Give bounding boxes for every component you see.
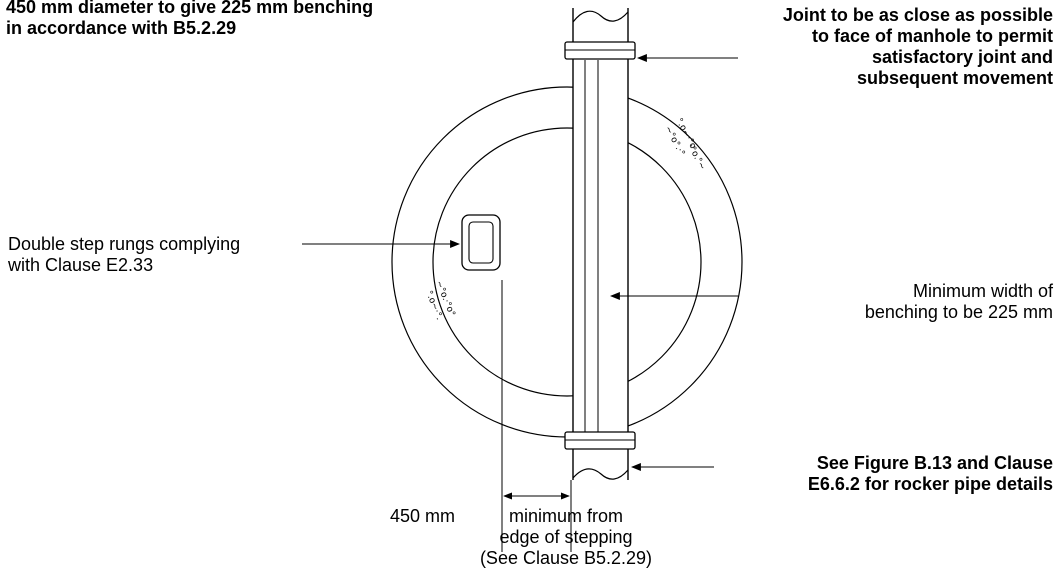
note-joint-position-line-2: to face of manhole to permit: [811, 26, 1053, 46]
note-benching-diameter-line-1: 450 mm diameter to give 225 mm benching: [6, 0, 374, 17]
step-rungs-inner: [468, 221, 494, 264]
note-benching-width-line-1: Minimum width of: [912, 281, 1053, 301]
note-joint-position-line-3: satisfactory joint and: [871, 47, 1053, 67]
note-stepping-line-3: (See Clause B5.2.29): [479, 548, 653, 568]
note-step-rungs: Double step rungs complying with Clause …: [8, 234, 240, 276]
benching-hatch-right: ~°o°.·° °.o~·°o ·°o.°~: [662, 117, 707, 172]
pipe-break-bottom: [572, 468, 629, 480]
pipe-break-top: [572, 10, 629, 23]
step-rungs: [461, 214, 501, 271]
manhole-inner-ring: [432, 127, 702, 397]
note-joint-position: Joint to be as close as possible to face…: [783, 5, 1053, 89]
note-benching-diameter: 450 mm diameter to give 225 mm benching …: [6, 0, 373, 39]
note-rocker-pipe-line-2: E6.6.2 for rocker pipe details: [807, 474, 1053, 494]
note-stepping-dimension-value: 450 mm: [390, 506, 456, 526]
note-rocker-pipe: See Figure B.13 and Clause E6.6.2 for ro…: [808, 453, 1053, 495]
note-benching-diameter-line-2: in accordance with B5.2.29: [6, 18, 237, 38]
note-benching-width: Minimum width of benching to be 225 mm: [865, 281, 1053, 323]
note-joint-position-line-4: subsequent movement: [856, 68, 1053, 88]
note-stepping-dimension: minimum from edge of stepping (See Claus…: [452, 506, 752, 569]
svg-text:·°o.°~: ·°o.°~: [685, 143, 707, 172]
benching-hatch-left: ~°o.·°o° °.o~·°.: [423, 279, 456, 321]
note-step-rungs-line-1: Double step rungs complying: [8, 234, 241, 254]
note-joint-position-line-1: Joint to be as close as possible: [782, 5, 1053, 25]
note-rocker-pipe-line-1: See Figure B.13 and Clause: [816, 453, 1053, 473]
note-step-rungs-line-2: with Clause E2.33: [8, 255, 154, 275]
note-stepping-line-1: minimum from: [508, 506, 623, 526]
note-benching-width-line-2: benching to be 225 mm: [864, 302, 1053, 322]
note-stepping-line-2: edge of stepping: [499, 527, 633, 547]
pipe-body: [573, 40, 628, 480]
